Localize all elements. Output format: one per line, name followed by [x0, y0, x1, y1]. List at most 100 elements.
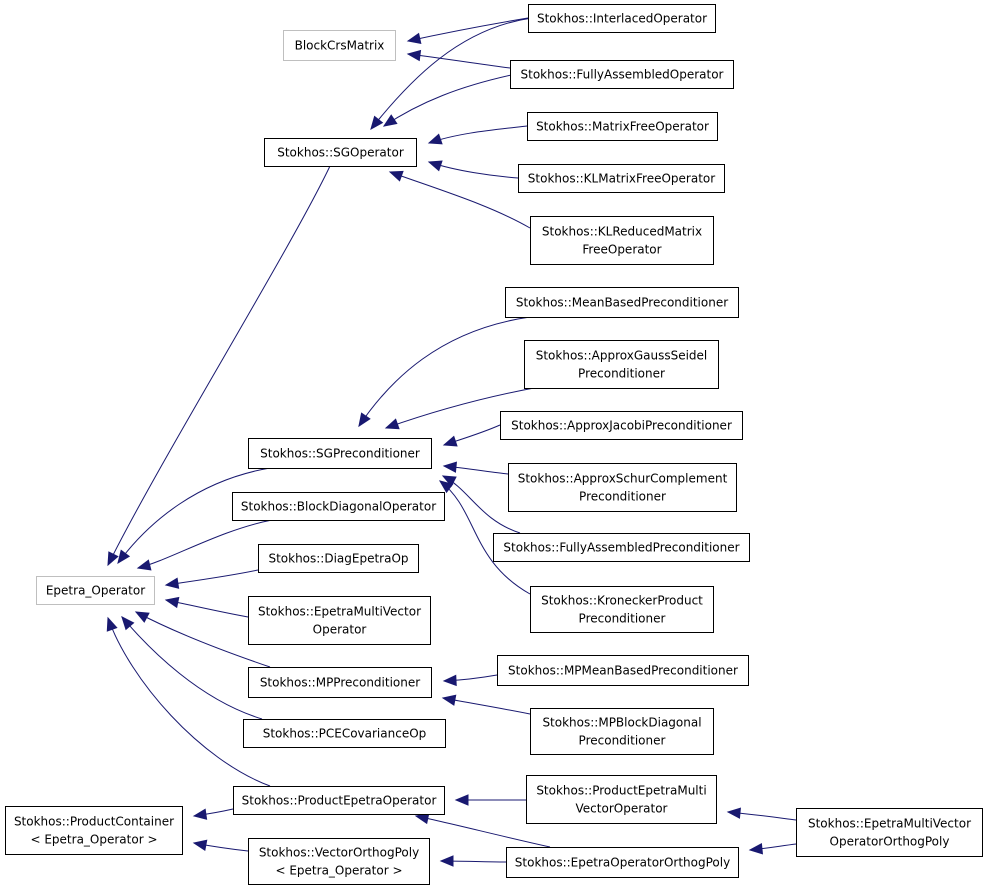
- edge-line: [442, 697, 531, 715]
- class-node-box: [493, 533, 750, 562]
- arrowhead-icon: [427, 160, 443, 172]
- class-node-block-diagonal-operator[interactable]: Stokhos::BlockDiagonalOperator: [232, 492, 445, 521]
- inheritance-edge-epetra_operator_orthog_poly-to-vector_orthog_poly: [439, 855, 507, 867]
- class-node-box: [505, 287, 739, 318]
- class-node-label: Preconditioner: [579, 490, 666, 504]
- class-node-matrix-free-operator[interactable]: Stokhos::MatrixFreeOperator: [527, 112, 718, 141]
- class-node-approx-jacobi-preconditioner[interactable]: Stokhos::ApproxJacobiPreconditioner: [500, 411, 743, 440]
- inheritance-edge-sg_operator-to-epetra_operator: [107, 165, 331, 567]
- class-node-label: Stokhos::ProductContainer: [14, 815, 174, 829]
- nodes-layer: BlockCrsMatrix Stokhos::InterlacedOperato…: [5, 4, 983, 885]
- class-node-sg-operator[interactable]: Stokhos::SGOperator: [264, 138, 417, 167]
- class-node-label: Stokhos::ProductEpetraMulti: [536, 784, 706, 798]
- class-node-epetra-multi-vector-operator-orthog-poly[interactable]: Stokhos::EpetraMultiVectorOperatorOrthog…: [796, 808, 983, 857]
- inheritance-edge-sg_preconditioner-to-epetra_operator: [117, 467, 271, 565]
- inheritance-edge-kl_reduced_matrix_free_operator-to-sg_operator: [388, 170, 531, 229]
- class-node-label: Stokhos::MPPreconditioner: [260, 676, 420, 690]
- edge-line: [121, 616, 263, 720]
- class-node-approx-schur-complement-preconditioner[interactable]: Stokhos::ApproxSchurComplementPreconditi…: [508, 463, 737, 512]
- class-node-vector-orthog-poly[interactable]: Stokhos::VectorOrthogPoly< Epetra_Operat…: [248, 838, 430, 885]
- class-node-label: Stokhos::ProductEpetraOperator: [242, 794, 437, 808]
- inheritance-edge-matrix_free_operator-to-sg_operator: [427, 125, 528, 145]
- class-node-label: Stokhos::FullyAssembledPreconditioner: [503, 541, 739, 555]
- class-node-box: [248, 438, 432, 469]
- class-node-label: Stokhos::EpetraOperatorOrthogPoly: [515, 856, 730, 870]
- class-node-product-epetra-operator[interactable]: Stokhos::ProductEpetraOperator: [233, 786, 445, 815]
- arrowhead-icon: [117, 549, 131, 565]
- class-node-fully-assembled-operator[interactable]: Stokhos::FullyAssembledOperator: [510, 60, 734, 89]
- class-node-epetra-operator-orthog-poly[interactable]: Stokhos::EpetraOperatorOrthogPoly: [506, 847, 739, 878]
- class-node-box: [796, 808, 983, 857]
- class-node-box: [36, 576, 155, 605]
- arrowhead-icon: [441, 475, 457, 487]
- arrowhead-icon: [438, 480, 454, 494]
- arrowhead-icon: [454, 794, 469, 806]
- class-node-block-crs-matrix[interactable]: BlockCrsMatrix: [283, 30, 396, 61]
- inheritance-edge-fully_assembled_operator-to-sg_operator: [382, 73, 517, 127]
- class-node-product-epetra-multi-vector-operator[interactable]: Stokhos::ProductEpetraMultiVectorOperato…: [526, 775, 717, 824]
- class-node-box: [506, 847, 739, 878]
- class-node-sg-preconditioner[interactable]: Stokhos::SGPreconditioner: [248, 438, 432, 469]
- class-node-interlaced-operator[interactable]: Stokhos::InterlacedOperator: [528, 4, 716, 33]
- class-node-box: [526, 775, 717, 824]
- class-node-label: Stokhos::InterlacedOperator: [537, 12, 707, 26]
- inheritance-edge-mean_based_preconditioner-to-sg_preconditioner: [358, 316, 531, 428]
- arrowhead-icon: [726, 807, 741, 819]
- class-node-box: [5, 806, 183, 855]
- arrowhead-icon: [439, 855, 454, 867]
- class-node-mp-mean-based-preconditioner[interactable]: Stokhos::MPMeanBasedPreconditioner: [497, 655, 749, 686]
- arrowhead-icon: [134, 611, 150, 623]
- class-node-label: Preconditioner: [578, 367, 665, 381]
- class-node-box: [510, 60, 734, 89]
- arrowhead-icon: [192, 808, 208, 820]
- class-node-label: Stokhos::ApproxJacobiPreconditioner: [511, 419, 732, 433]
- class-node-label: Stokhos::KLReducedMatrix: [542, 225, 702, 239]
- class-node-label: Stokhos::DiagEpetraOp: [268, 552, 408, 566]
- arrowhead-icon: [442, 461, 457, 473]
- class-node-box: [232, 492, 445, 521]
- arrowhead-icon: [358, 412, 371, 428]
- arrowhead-icon: [442, 674, 457, 687]
- class-node-label: Preconditioner: [579, 734, 666, 748]
- class-node-box: [497, 655, 749, 686]
- edge-line: [137, 519, 273, 569]
- class-node-box: [258, 544, 419, 573]
- class-node-product-container[interactable]: Stokhos::ProductContainer< Epetra_Operat…: [5, 806, 183, 855]
- class-node-kl-matrix-free-operator[interactable]: Stokhos::KLMatrixFreeOperator: [518, 164, 725, 193]
- edges-layer: [106, 17, 797, 867]
- class-node-box: [243, 719, 446, 748]
- arrowhead-icon: [441, 694, 457, 706]
- arrowhead-icon: [406, 32, 422, 44]
- inheritance-edge-epetra_multi_vector_operator_orthog_poly-to-product_epetra_multi_vector_operator: [726, 807, 797, 821]
- class-node-label: Stokhos::PCECovarianceOp: [263, 727, 427, 741]
- inheritance-edge-approx_jacobi_preconditioner-to-sg_preconditioner: [442, 424, 501, 447]
- inheritance-edge-vector_orthog_poly-to-product_container: [192, 839, 249, 852]
- class-node-label: Stokhos::EpetraMultiVector: [258, 605, 421, 619]
- arrowhead-icon: [107, 551, 119, 567]
- class-node-fully-assembled-preconditioner[interactable]: Stokhos::FullyAssembledPreconditioner: [493, 533, 750, 562]
- class-node-diag-epetra-op[interactable]: Stokhos::DiagEpetraOp: [258, 544, 419, 573]
- class-node-mean-based-preconditioner[interactable]: Stokhos::MeanBasedPreconditioner: [505, 287, 739, 318]
- inheritance-edge-approx_schur_complement_preconditioner-to-sg_preconditioner: [442, 461, 509, 475]
- class-node-pce-covariance-op[interactable]: Stokhos::PCECovarianceOp: [243, 719, 446, 748]
- inheritance-edge-fully_assembled_preconditioner-to-sg_preconditioner: [441, 475, 521, 534]
- class-node-label: Stokhos::MPMeanBasedPreconditioner: [508, 664, 738, 678]
- class-node-epetra-operator[interactable]: Epetra_Operator: [36, 576, 155, 605]
- edge-line: [107, 617, 271, 787]
- edge-line: [358, 316, 531, 427]
- inheritance-edge-approx_gauss_seidel_preconditioner-to-sg_preconditioner: [384, 387, 535, 430]
- class-node-label: Stokhos::FullyAssembledOperator: [521, 68, 724, 82]
- class-node-box: [518, 164, 725, 193]
- edge-line: [385, 387, 535, 429]
- arrowhead-icon: [384, 418, 400, 430]
- arrowhead-icon: [164, 577, 180, 589]
- class-node-label: Stokhos::MatrixFreeOperator: [536, 120, 709, 134]
- inheritance-edge-block_diagonal_operator-to-epetra_operator: [136, 519, 273, 571]
- class-node-mp-preconditioner[interactable]: Stokhos::MPPreconditioner: [248, 667, 432, 698]
- class-node-box: [530, 216, 714, 265]
